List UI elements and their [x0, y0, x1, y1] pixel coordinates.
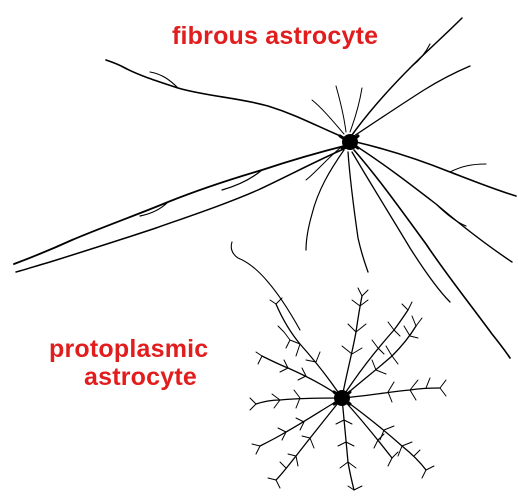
fibrous-process	[348, 152, 368, 272]
protoplasmic-process	[372, 302, 412, 354]
fibrous-process	[352, 152, 450, 302]
fibrous-astrocyte	[14, 18, 516, 358]
protoplasmic-process	[260, 398, 342, 446]
fibrous-astrocyte-label: fibrous astrocyte	[172, 22, 378, 50]
fibrous-process	[336, 86, 346, 132]
protoplasmic-process	[336, 420, 362, 490]
fibrous-process	[356, 142, 516, 196]
protoplasmic-label-line1: protoplasmic	[49, 335, 208, 363]
fibrous-process	[306, 150, 344, 250]
protoplasmic-process	[231, 242, 300, 330]
protoplasmic-process	[342, 326, 416, 398]
protoplasmic-process	[342, 288, 368, 354]
protoplasmic-astrocyte-label: protoplasmic astrocyte	[49, 335, 208, 391]
fibrous-process	[16, 148, 346, 272]
protoplasmic-label-line2: astrocyte	[49, 363, 208, 391]
fibrous-process	[450, 164, 486, 172]
protoplasmic-process	[342, 398, 354, 490]
protoplasmic-process	[388, 378, 446, 402]
fibrous-process	[350, 88, 362, 132]
fibrous-process	[312, 100, 344, 134]
protoplasmic-process	[372, 316, 422, 374]
fibrous-process	[354, 150, 510, 358]
protoplasmic-process	[342, 388, 440, 398]
protoplasmic-astrocyte	[231, 242, 446, 490]
protoplasmic-process	[262, 356, 342, 398]
fibrous-process	[354, 66, 470, 136]
fibrous-process	[106, 60, 350, 140]
protoplasmic-process	[276, 304, 342, 398]
protoplasmic-process	[342, 398, 392, 458]
fibrous-process	[14, 145, 348, 264]
fibrous-process	[356, 146, 512, 262]
